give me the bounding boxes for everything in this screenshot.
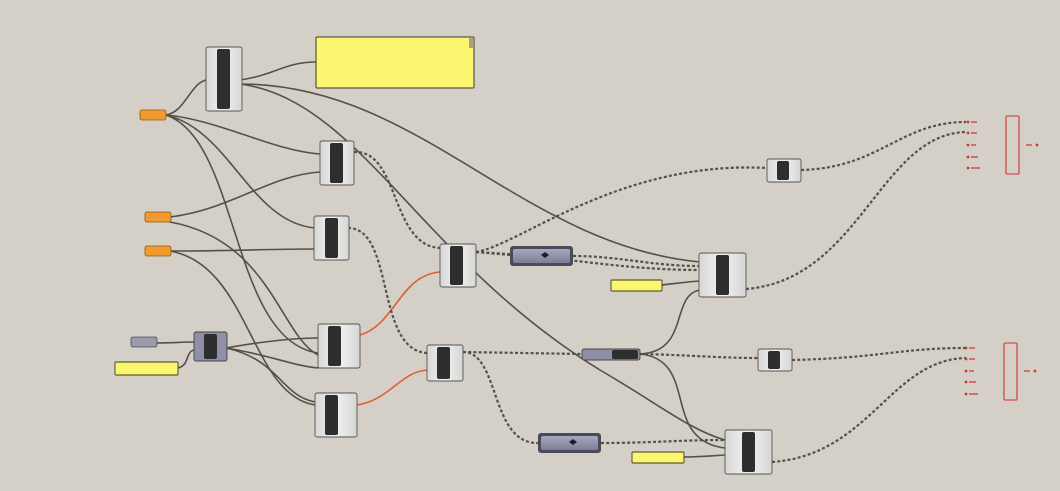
swap-component[interactable] xyxy=(538,433,601,453)
component[interactable] xyxy=(313,215,350,261)
panel-scrollbar[interactable] xyxy=(469,38,473,48)
output-ports xyxy=(966,120,970,170)
wire-dashed xyxy=(791,346,967,362)
wire-dashed xyxy=(462,350,539,445)
port-dot-icon[interactable] xyxy=(1033,369,1037,373)
wire xyxy=(239,83,701,263)
wire xyxy=(239,83,726,441)
wire xyxy=(165,114,319,354)
wire-dashed xyxy=(347,226,428,355)
wire xyxy=(661,280,701,286)
swap-component[interactable] xyxy=(510,246,573,266)
wire xyxy=(165,114,316,229)
swap-arrow-icon xyxy=(569,439,577,445)
wire-dashed xyxy=(745,130,967,291)
wire-active xyxy=(356,369,428,406)
wire xyxy=(165,114,321,155)
output-ports xyxy=(964,346,968,396)
parameter-input[interactable] xyxy=(130,336,158,348)
wire xyxy=(225,337,319,349)
component[interactable] xyxy=(317,323,361,369)
wire xyxy=(639,289,701,355)
component[interactable] xyxy=(426,344,464,382)
component[interactable] xyxy=(314,392,358,438)
panel-small[interactable] xyxy=(631,451,685,464)
port-tags xyxy=(971,121,1032,169)
panel-large[interactable] xyxy=(315,36,475,89)
component[interactable] xyxy=(319,140,355,186)
wire xyxy=(169,250,316,406)
component[interactable] xyxy=(698,252,747,298)
list-wires xyxy=(347,120,967,464)
port-dot-icon[interactable] xyxy=(964,380,968,384)
output-group xyxy=(966,115,1039,175)
wire xyxy=(177,349,195,369)
number-input[interactable] xyxy=(144,211,172,223)
wires xyxy=(156,61,726,458)
port-dot-icon[interactable] xyxy=(966,155,970,159)
port-dot-icon[interactable] xyxy=(966,143,970,147)
number-inputs xyxy=(139,109,172,257)
panels xyxy=(114,36,685,464)
wire xyxy=(639,353,726,449)
output-group xyxy=(964,342,1037,401)
wire-dashed xyxy=(462,350,583,356)
wire xyxy=(239,61,317,81)
output-frame[interactable] xyxy=(1005,115,1020,175)
wire-dashed xyxy=(475,166,768,254)
wire-dashed xyxy=(800,120,967,172)
port-dot-icon[interactable] xyxy=(966,131,970,135)
wire xyxy=(169,171,321,218)
component[interactable] xyxy=(766,158,802,183)
panel-small[interactable] xyxy=(610,279,663,292)
wire-dashed xyxy=(600,438,726,445)
wire-dashed xyxy=(572,254,701,268)
port-dot-icon[interactable] xyxy=(964,357,968,361)
port-dot-icon[interactable] xyxy=(964,346,968,350)
wire xyxy=(169,248,316,252)
wire xyxy=(169,221,319,356)
component-horizontal[interactable] xyxy=(581,348,641,361)
component[interactable] xyxy=(193,331,228,362)
wire-dashed xyxy=(639,352,759,360)
component[interactable] xyxy=(439,243,477,288)
wire xyxy=(165,79,207,116)
components xyxy=(193,46,802,475)
swap-arrow-icon xyxy=(541,252,549,258)
wire-dashed xyxy=(771,356,967,464)
port-dot-icon[interactable] xyxy=(966,120,970,124)
number-input[interactable] xyxy=(144,245,172,257)
wire-active xyxy=(359,271,441,336)
component[interactable] xyxy=(757,348,793,372)
component[interactable] xyxy=(724,429,773,475)
port-dot-icon[interactable] xyxy=(966,166,970,170)
port-dot-icon[interactable] xyxy=(964,369,968,373)
component[interactable] xyxy=(205,46,243,112)
wire xyxy=(225,347,319,369)
port-tags xyxy=(969,347,1030,395)
wire-dashed xyxy=(475,250,701,272)
port-dot-icon[interactable] xyxy=(1035,143,1039,147)
wire xyxy=(683,454,726,458)
wire xyxy=(156,341,195,344)
port-dot-icon[interactable] xyxy=(964,392,968,396)
wire-dashed xyxy=(353,150,441,250)
output-frame[interactable] xyxy=(1003,342,1018,401)
panel-small[interactable] xyxy=(114,361,179,376)
number-input[interactable] xyxy=(139,109,167,121)
wire xyxy=(225,347,316,403)
